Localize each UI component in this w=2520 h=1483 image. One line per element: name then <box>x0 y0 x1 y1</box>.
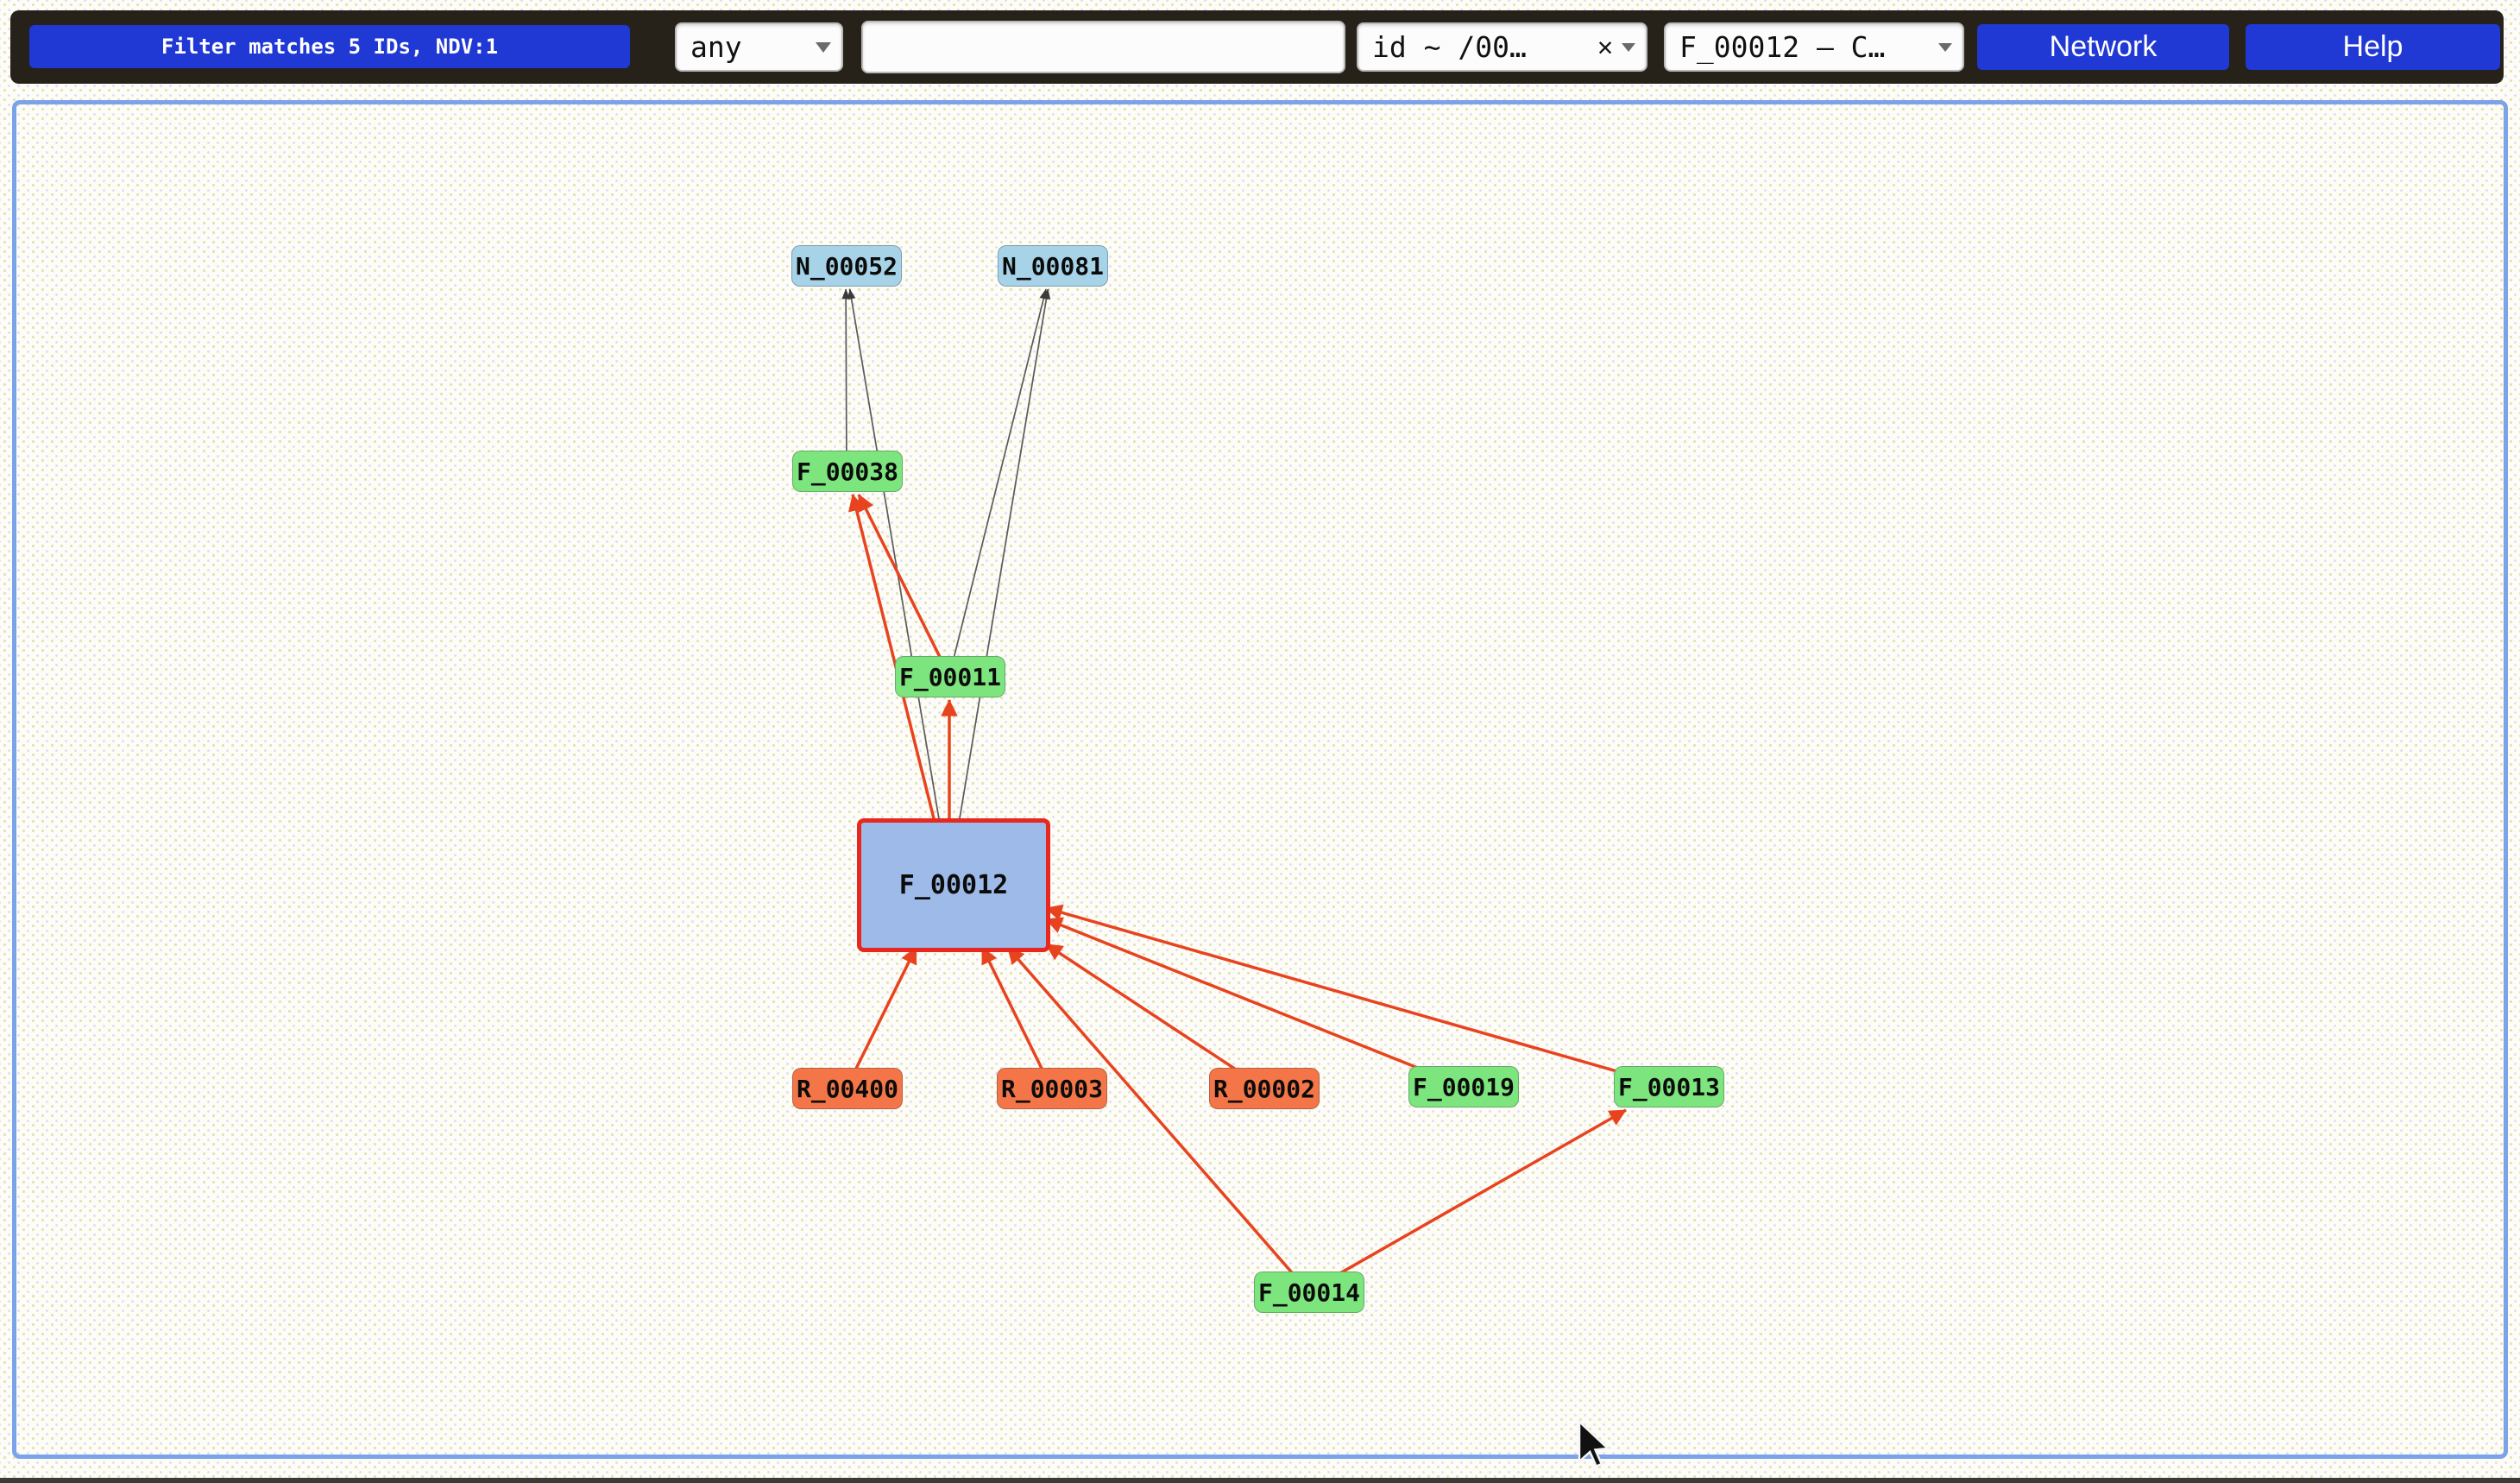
toolbar: Filter matches 5 IDs, NDV:1 any id ~ /00… <box>10 10 2504 84</box>
graph-node-f_00011[interactable]: F_00011 <box>895 656 1005 697</box>
graph-node-f_00013[interactable]: F_00013 <box>1614 1066 1724 1108</box>
match-mode-select[interactable]: any <box>675 22 843 72</box>
graph-node-f_00014[interactable]: F_00014 <box>1254 1272 1364 1313</box>
graph-node-r_00003[interactable]: R_00003 <box>997 1068 1107 1109</box>
help-button[interactable]: Help <box>2246 24 2500 70</box>
node-selector-combobox[interactable]: F_00012 – C… <box>1664 22 1964 72</box>
chevron-down-icon <box>1622 42 1635 52</box>
graph-node-n_00081[interactable]: N_00081 <box>998 245 1108 287</box>
clear-filter-icon[interactable]: ✕ <box>1597 32 1613 62</box>
graph-node-f_00019[interactable]: F_00019 <box>1408 1066 1519 1108</box>
network-button[interactable]: Network <box>1977 24 2229 70</box>
id-filter-combobox[interactable]: id ~ /00… ✕ <box>1357 22 1647 72</box>
id-filter-label: id ~ /00… <box>1372 30 1527 64</box>
graph-node-n_00052[interactable]: N_00052 <box>791 245 902 287</box>
chevron-down-icon <box>816 41 831 53</box>
graph-node-f_00012[interactable]: F_00012 <box>857 817 1050 952</box>
graph-node-r_00400[interactable]: R_00400 <box>792 1068 903 1109</box>
window-bottom-edge <box>0 1478 2520 1483</box>
graph-node-r_00002[interactable]: R_00002 <box>1209 1068 1320 1109</box>
graph-canvas[interactable] <box>12 100 2508 1459</box>
node-selector-value: F_00012 – C… <box>1679 30 1886 64</box>
search-input[interactable] <box>861 21 1345 73</box>
filter-status-button[interactable]: Filter matches 5 IDs, NDV:1 <box>29 25 630 68</box>
chevron-down-icon <box>1938 42 1952 52</box>
graph-node-f_00038[interactable]: F_00038 <box>792 451 903 492</box>
match-mode-value: any <box>690 30 742 64</box>
